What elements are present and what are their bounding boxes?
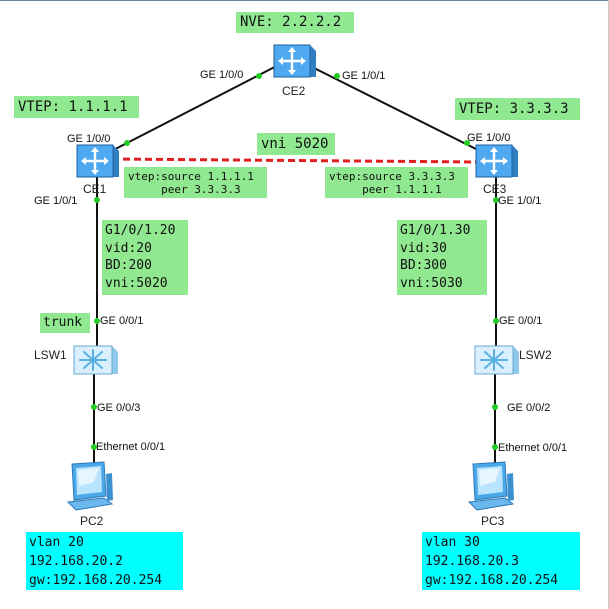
vni-label: vni 5020 xyxy=(257,133,335,155)
port-dot-lsw1-bottom xyxy=(91,404,97,410)
ce2-switch-icon[interactable] xyxy=(270,37,318,81)
port-dot-pc2 xyxy=(91,444,97,450)
lsw1-layer2-switch-icon[interactable] xyxy=(70,336,120,378)
window-top-border xyxy=(0,0,609,1)
link-ce2-ce3[interactable] xyxy=(293,57,495,159)
tunnel-left-line: vtep:source 1.1.1.1 xyxy=(128,170,254,183)
tunnel-right-label: vtep:source 3.3.3.3 peer 1.1.1.1 xyxy=(325,167,468,198)
lsw2-layer2-switch-icon[interactable] xyxy=(471,336,521,378)
pc2-info-label: vlan 20 192.168.20.2 gw:192.168.20.254 xyxy=(26,532,183,590)
port-dot-ce2-left xyxy=(256,73,262,79)
port-label-pc3: Ethernet 0/0/1 xyxy=(498,442,568,454)
port-label-ce3-top: GE 1/0/0 xyxy=(467,132,511,144)
subinterface-left-line: G1/0/1.20 xyxy=(105,223,176,238)
tunnel-left-line: peer 3.3.3.3 xyxy=(128,183,241,196)
port-dots xyxy=(91,73,499,450)
device-name-pc3: PC3 xyxy=(481,514,505,528)
device-name-ce3: CE3 xyxy=(483,182,507,196)
port-label-lsw2-bottom: GE 0/0/2 xyxy=(507,402,551,414)
device-name-pc2: PC2 xyxy=(80,514,104,528)
subinterface-left-line: BD:200 xyxy=(105,258,152,273)
ce3-switch-icon[interactable] xyxy=(472,137,520,181)
port-dot-lsw2-bottom xyxy=(492,404,498,410)
vxlan-tunnel[interactable] xyxy=(111,157,479,164)
port-label-ce2-left: GE 1/0/0 xyxy=(200,69,244,81)
pc2-info-line: 192.168.20.2 xyxy=(29,554,123,569)
subinterface-right-line: BD:300 xyxy=(400,258,447,273)
trunk-label: trunk xyxy=(40,313,90,333)
ce1-switch-icon[interactable] xyxy=(73,137,121,181)
device-name-lsw2: LSW2 xyxy=(519,348,552,362)
tunnel-left-label: vtep:source 1.1.1.1 peer 3.3.3.3 xyxy=(124,167,267,198)
port-dot-ce3-bottom xyxy=(493,197,499,203)
vtep-left-label: VTEP: 1.1.1.1 xyxy=(14,96,139,118)
port-label-ce2-right: GE 1/0/1 xyxy=(342,70,386,82)
port-dot-lsw1-top xyxy=(94,318,100,324)
pc3-pc-icon[interactable] xyxy=(465,460,517,514)
port-dot-ce1-bottom xyxy=(94,197,100,203)
subinterface-left-line: vni:5020 xyxy=(105,275,168,291)
port-dot-ce2-right xyxy=(334,73,340,79)
nve-label: NVE: 2.2.2.2 xyxy=(236,12,354,33)
vtep-right-label: VTEP: 3.3.3.3 xyxy=(455,98,580,120)
tunnel-right-line: vtep:source 3.3.3.3 xyxy=(329,170,455,183)
port-dot-ce1-top xyxy=(124,140,130,146)
port-label-lsw2-top: GE 0/0/1 xyxy=(499,315,543,327)
subinterface-right-line: vni:5030 xyxy=(400,275,463,291)
port-label-pc2: Ethernet 0/0/1 xyxy=(96,441,166,453)
device-name-ce2: CE2 xyxy=(282,84,306,98)
port-dot-ce3-top xyxy=(464,140,470,146)
port-dot-lsw2-top xyxy=(493,318,499,324)
pc2-info-line: gw:192.168.20.254 xyxy=(29,573,163,588)
subinterface-left-line: vid:20 xyxy=(105,240,152,256)
device-name-ce1: CE1 xyxy=(83,182,107,196)
port-label-ce1-top: GE 1/0/0 xyxy=(67,133,111,145)
device-name-lsw1: LSW1 xyxy=(34,348,67,362)
port-label-lsw1-bottom: GE 0/0/3 xyxy=(97,402,141,414)
port-label-ce3-bottom: GE 1/0/1 xyxy=(498,195,542,207)
subinterface-right-line: G1/0/1.30 xyxy=(400,223,471,238)
pc2-info-line: vlan 20 xyxy=(29,535,84,550)
port-dot-pc3 xyxy=(492,444,498,450)
pc3-info-line: 192.168.20.3 xyxy=(425,554,519,569)
pc3-info-line: vlan 30 xyxy=(425,535,480,550)
pc2-pc-icon[interactable] xyxy=(64,460,116,514)
pc3-info-line: gw:192.168.20.254 xyxy=(425,573,559,588)
tunnel-right-line: peer 1.1.1.1 xyxy=(329,183,442,196)
pc3-info-label: vlan 30 192.168.20.3 gw:192.168.20.254 xyxy=(422,532,580,590)
port-label-lsw1-top: GE 0/0/1 xyxy=(100,315,144,327)
subinterface-right-line: vid:30 xyxy=(400,240,447,256)
port-label-ce1-bottom: GE 1/0/1 xyxy=(34,195,78,207)
